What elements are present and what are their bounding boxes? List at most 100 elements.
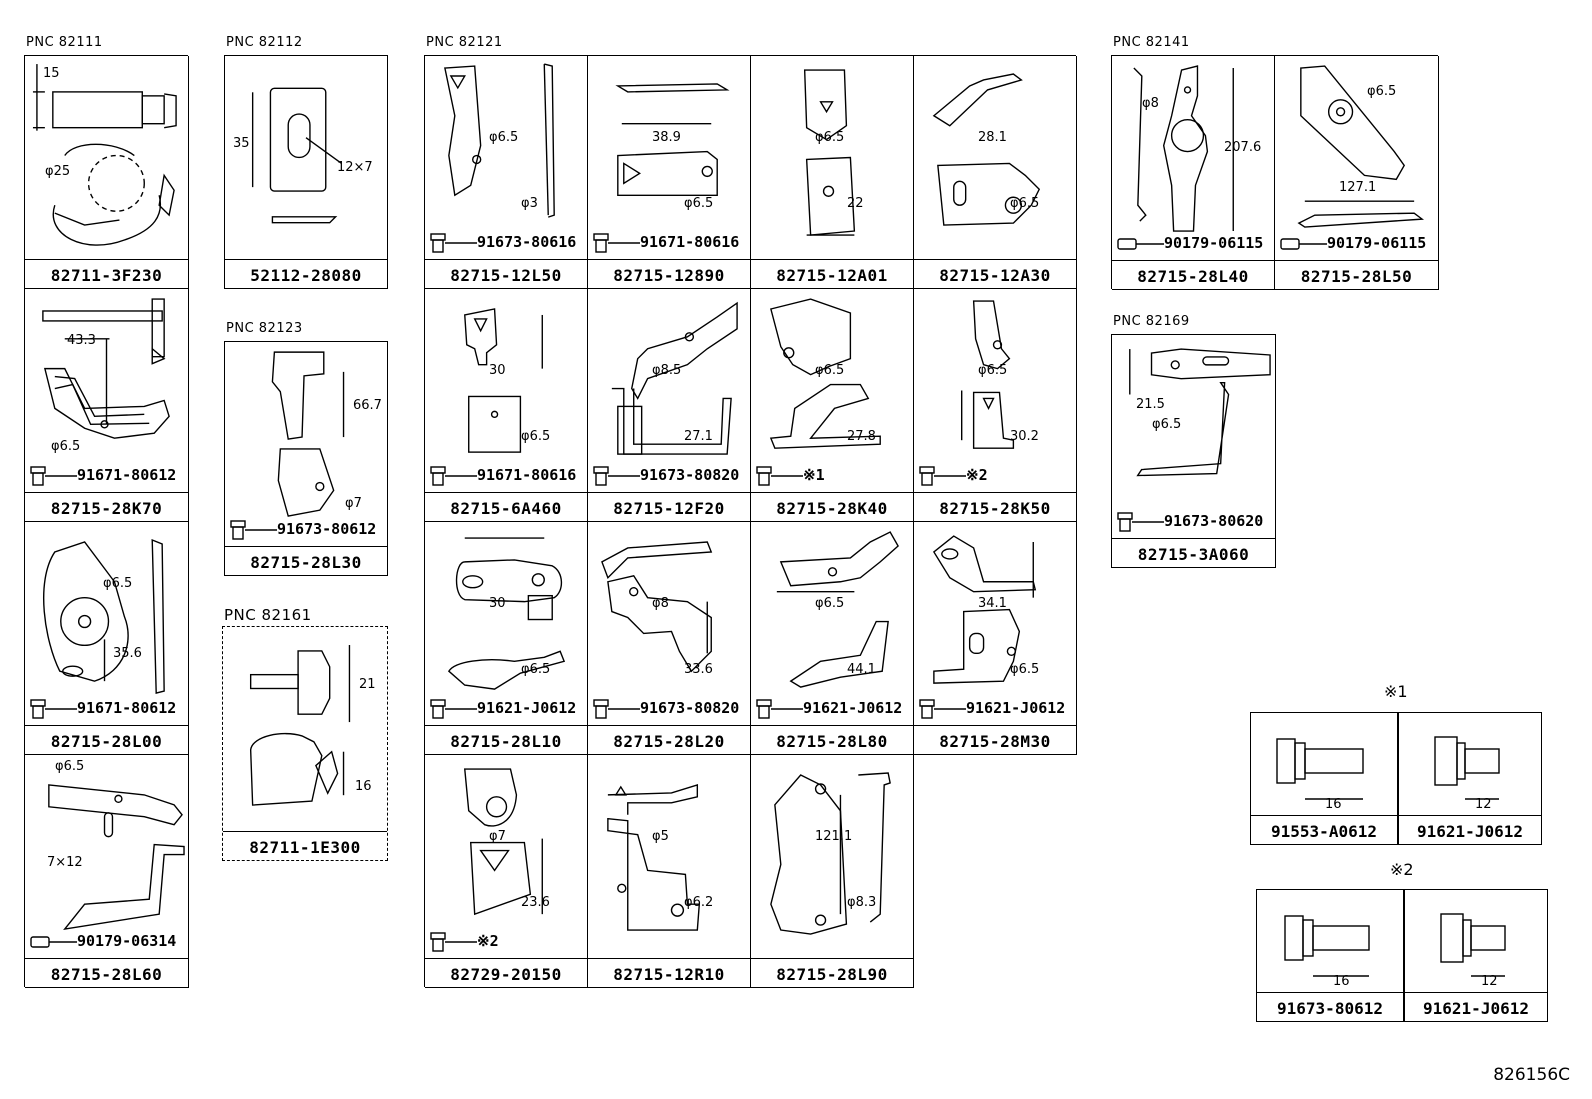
part-illustration: φ6.5 30.2 bbox=[914, 289, 1076, 491]
part-number: 82729-20150 bbox=[450, 965, 562, 984]
part-cell[interactable]: φ6.5 127.1 90179-06115 82715-28L50 bbox=[1275, 56, 1439, 290]
dim-label: 21 bbox=[359, 677, 376, 692]
dim-label: 15 bbox=[43, 66, 60, 81]
bolt-part-number: 90179-06115 bbox=[1164, 234, 1264, 252]
dim-label: φ25 bbox=[45, 164, 71, 179]
bolt-part-number: 90179-06115 bbox=[1327, 234, 1427, 252]
bolt-callout: 91673-80620 bbox=[1116, 511, 1273, 533]
part-number: 91621-J0612 bbox=[1417, 822, 1523, 841]
dim-label: φ6.5 bbox=[815, 596, 845, 611]
part-number: 82715-28L00 bbox=[50, 732, 163, 751]
bolt-icon bbox=[919, 466, 966, 486]
bolt-icon bbox=[1284, 913, 1506, 977]
part-number: 82715-28L50 bbox=[1300, 267, 1413, 286]
part-number: 82715-12A01 bbox=[776, 266, 888, 285]
pnc-82112-label: PNC 82112 bbox=[226, 35, 303, 50]
pnc-82161-group[interactable]: 21 16 82711-1E300 bbox=[222, 626, 388, 861]
bolt-part-number: 91671-80612 bbox=[77, 466, 177, 484]
bolt-part-number: ※2 bbox=[966, 466, 988, 484]
bolt-part-number: 91673-80620 bbox=[1164, 512, 1264, 530]
part-cell[interactable]: φ6.5 30.2 ※2 82715-28K50 bbox=[914, 289, 1077, 522]
pnc-82112-group[interactable]: 35 12×7 52112-28080 bbox=[224, 55, 388, 289]
bolt-icon bbox=[593, 233, 640, 253]
dim-label: φ6.5 bbox=[521, 429, 551, 444]
part-number: 82715-28K50 bbox=[939, 499, 1051, 518]
dim-label: φ6.5 bbox=[1367, 84, 1397, 99]
part-cell[interactable]: φ6.5 7×12 90179-06314 82715-28L60 bbox=[25, 755, 189, 988]
pnc-82123-label: PNC 82123 bbox=[226, 321, 303, 336]
dim-label: 16 bbox=[1333, 974, 1350, 989]
part-cell[interactable]: 38.9 φ6.5 91671-80616 82715-12890 bbox=[588, 56, 751, 289]
dim-label: 38.9 bbox=[652, 130, 681, 145]
nut-icon bbox=[1280, 238, 1327, 250]
bolt-callout: ※2 bbox=[429, 931, 585, 953]
bolt-part-number: 91673-80820 bbox=[640, 466, 740, 484]
dim-label: 35 bbox=[233, 136, 250, 151]
part-cell[interactable]: φ6.5 44.1 91621-J0612 82715-28L80 bbox=[751, 522, 914, 755]
dim-label: 34.1 bbox=[978, 596, 1007, 611]
part-illustration: 38.9 φ6.5 bbox=[588, 56, 750, 258]
bolt-icon bbox=[1117, 512, 1164, 532]
dim-label: φ7 bbox=[489, 829, 506, 844]
bolt-part-number: 91673-80612 bbox=[277, 520, 377, 538]
dim-label: φ8 bbox=[652, 596, 669, 611]
part-illustration: 15 φ25 bbox=[25, 56, 188, 258]
dim-label: 30.2 bbox=[1010, 429, 1039, 444]
part-cell[interactable]: 43.3 φ6.5 91671-80612 82715-28K70 bbox=[25, 289, 189, 522]
part-number: 82715-28L80 bbox=[776, 732, 888, 751]
part-cell[interactable]: φ8 207.6 90179-06115 82715-28L40 bbox=[1112, 56, 1275, 290]
bolt-callout: 90179-06115 bbox=[1279, 233, 1436, 255]
dim-label: 44.1 bbox=[847, 662, 876, 677]
bolt-icon bbox=[593, 699, 640, 719]
part-cell[interactable]: φ6.5 35.6 91671-80612 82715-28L00 bbox=[25, 522, 189, 755]
pnc-82123-group[interactable]: 66.7 φ7 91673-80612 82715-28L30 bbox=[224, 341, 388, 576]
bolt-icon bbox=[919, 699, 966, 719]
part-illustration: 43.3 φ6.5 bbox=[25, 289, 188, 491]
dim-label: φ8.3 bbox=[847, 895, 877, 910]
dim-label: φ6.5 bbox=[684, 196, 714, 211]
part-illustration: φ6.5 7×12 bbox=[25, 755, 188, 957]
part-illustration: φ6.5 127.1 bbox=[1275, 56, 1438, 259]
pnc-82141-label: PNC 82141 bbox=[1113, 35, 1190, 50]
pnc-82141-group: φ8 207.6 90179-06115 82715-28L40 φ6.5 12… bbox=[1111, 55, 1439, 290]
part-cell[interactable]: 15 φ25 82711-3F230 bbox=[25, 56, 189, 289]
bolt-icon bbox=[430, 466, 477, 486]
pnc-82161-label: PNC 82161 bbox=[224, 606, 312, 624]
part-number: 82715-28K40 bbox=[776, 499, 888, 518]
part-number: 91553-A0612 bbox=[1271, 822, 1377, 841]
part-illustration: φ6.5 35.6 bbox=[25, 522, 188, 724]
dim-label: φ6.5 bbox=[978, 363, 1008, 378]
bolt-part-number: 91671-80616 bbox=[640, 233, 740, 251]
dim-label: 121.1 bbox=[815, 829, 853, 844]
dim-label: 21.5 bbox=[1136, 397, 1165, 412]
bolt-icon bbox=[593, 466, 640, 486]
dim-label: φ6.5 bbox=[815, 130, 845, 145]
pnc-82169-group[interactable]: 21.5 φ6.5 91673-80620 82715-3A060 bbox=[1111, 334, 1276, 568]
part-number: 82715-12890 bbox=[613, 266, 725, 285]
part-number: 82711-3F230 bbox=[50, 266, 163, 285]
part-number: 82715-28K70 bbox=[50, 499, 163, 518]
part-number: 82711-1E300 bbox=[249, 838, 361, 857]
dim-label: 12×7 bbox=[337, 160, 373, 175]
bolt-part-number: 91621-J0612 bbox=[477, 699, 577, 717]
dim-label: 16 bbox=[355, 779, 372, 794]
bolt-callout: 91621-J0612 bbox=[755, 698, 911, 720]
